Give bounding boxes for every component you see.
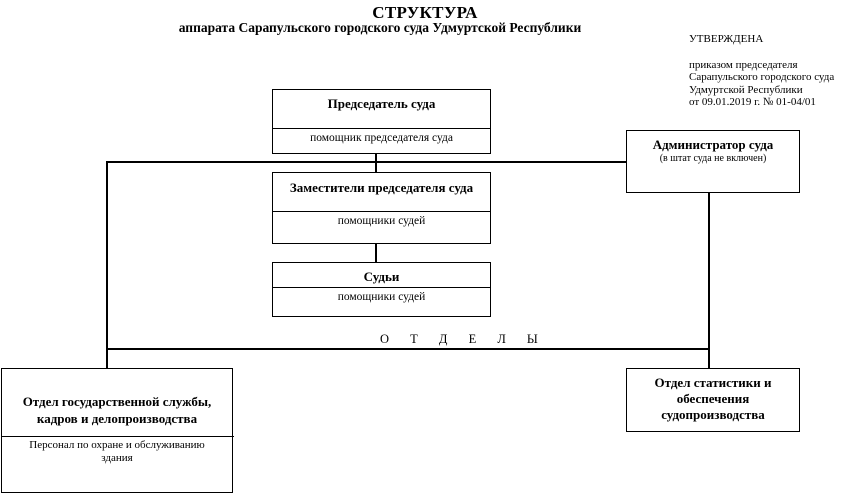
statistics-department-box: Отдел статистики и обеспечения судопроиз… xyxy=(626,368,800,432)
civil-service-staff-line: здания xyxy=(101,452,133,464)
connector-right-vertical xyxy=(708,192,710,369)
judges-title: Судьи xyxy=(363,269,400,284)
deputies-title: Заместители председателя суда xyxy=(289,180,474,195)
judges-box: Судьи помощники судей xyxy=(272,262,491,317)
connector-deputies-judges xyxy=(375,243,377,263)
chairman-title: Председатель суда xyxy=(327,96,436,111)
statistics-title-line: обеспечения xyxy=(676,391,750,406)
civil-service-title-line: Отдел государственной службы, xyxy=(22,394,212,409)
connector-left-vertical xyxy=(106,161,108,369)
page-title: СТРУКТУРА xyxy=(372,3,478,22)
connector-chairman-deputies xyxy=(375,153,377,173)
chairman-assistant: помощник председателя суда xyxy=(310,132,453,144)
statistics-title: Отдел статистики и обеспечения судопроиз… xyxy=(627,375,799,423)
judges-assistants: помощники судей xyxy=(337,291,426,303)
departments-label: О Т Д Е Л Ы xyxy=(380,332,547,346)
approval-line: приказом председателя xyxy=(689,58,798,71)
connector-top-horizontal xyxy=(106,161,626,163)
administrator-title: Администратор суда xyxy=(652,137,774,152)
civil-service-staff: Персонал по охране и обслуживанию здания xyxy=(2,439,232,465)
chairman-box: Председатель суда помощник председателя … xyxy=(272,89,491,154)
administrator-box: Администратор суда (в штат суда не включ… xyxy=(626,130,800,193)
approval-block: УТВЕРЖДЕНА приказом председателя Сарапул… xyxy=(689,33,849,109)
divider xyxy=(273,211,490,212)
connector-departments-horizontal xyxy=(106,348,709,350)
approval-heading: УТВЕРЖДЕНА xyxy=(689,33,764,45)
civil-service-title-line: кадров и делопроизводства xyxy=(36,411,198,426)
page-subtitle: аппарата Сарапульского городского суда У… xyxy=(178,20,582,35)
administrator-note: (в штат суда не включен) xyxy=(659,153,767,164)
deputies-assistants: помощники судей xyxy=(337,215,426,227)
approval-line: Сарапульского городского суда xyxy=(689,71,835,83)
deputies-box: Заместители председателя суда помощники … xyxy=(272,172,491,244)
statistics-title-line: судопроизводства xyxy=(661,407,765,422)
divider xyxy=(2,436,234,437)
approval-line: Удмуртской Республики xyxy=(689,83,803,96)
civil-service-department-box: Отдел государственной службы, кадров и д… xyxy=(1,368,234,493)
approval-line: от 09.01.2019 г. № 01-04/01 xyxy=(689,96,816,108)
divider xyxy=(273,287,490,288)
divider xyxy=(273,128,490,129)
civil-service-title: Отдел государственной службы, кадров и д… xyxy=(2,393,232,427)
statistics-title-line: Отдел статистики и xyxy=(654,375,772,390)
civil-service-staff-line: Персонал по охране и обслуживанию xyxy=(29,439,205,451)
